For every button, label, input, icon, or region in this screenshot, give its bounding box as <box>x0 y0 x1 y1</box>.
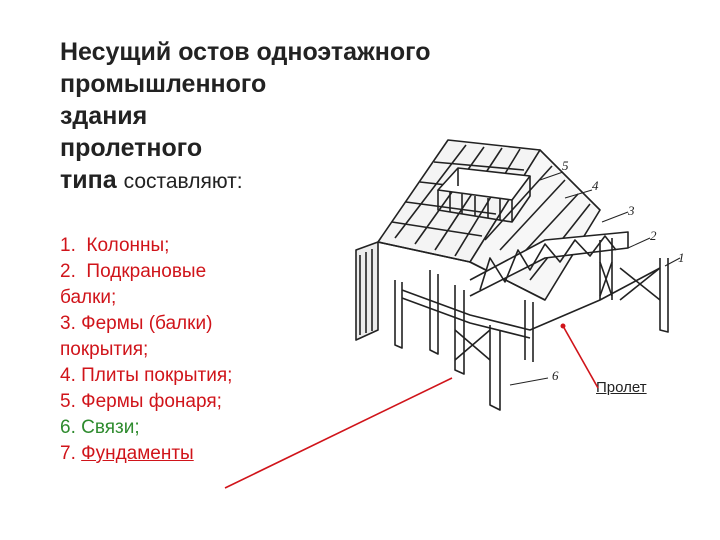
list-text: покрытия; <box>60 339 149 360</box>
list-item-2: 2. Подкрановые <box>60 259 350 285</box>
roof-edge <box>377 241 546 301</box>
column-5 <box>394 280 403 349</box>
list-num: 6. <box>60 417 76 438</box>
list-item-1: 1. Колонны; <box>60 233 350 259</box>
title-line-4: пролетного <box>60 134 203 162</box>
list-item-7: 7. Фундаменты <box>60 441 350 467</box>
pointer-dot <box>560 323 566 329</box>
list-text: Подкрановые <box>86 261 207 282</box>
list-num: 2. <box>60 261 76 282</box>
list-num: 1. <box>60 235 76 256</box>
column-3 <box>524 300 534 362</box>
list-text: балки; <box>60 287 117 308</box>
list-item-6: 6. Связи; <box>60 415 350 441</box>
column-7 <box>659 258 669 333</box>
components-list: 1. Колонны; 2. Подкрановые балки; 3. Фер… <box>60 233 350 467</box>
truss-web <box>479 235 617 291</box>
leader-lines <box>509 171 681 386</box>
frame-drawing <box>355 139 681 411</box>
roof-panels-right <box>484 165 591 281</box>
title-line-5-bold: типа <box>60 166 117 194</box>
list-text: Плиты покрытия; <box>81 365 233 386</box>
diagram-number-3: 3 <box>627 203 635 218</box>
list-num: 5. <box>60 391 76 412</box>
column-4 <box>429 270 439 355</box>
diagram-number-5: 5 <box>562 158 569 173</box>
title-line-3: здания <box>60 102 148 130</box>
list-item-5: 5. Фермы фонаря; <box>60 389 350 415</box>
list-text: Фундаменты <box>81 443 194 464</box>
list-item-4: 4. Плиты покрытия; <box>60 363 350 389</box>
crane-beam <box>401 267 661 331</box>
diagram-number-6: 6 <box>552 368 559 383</box>
crane-beam-lower <box>401 297 531 339</box>
list-text: Фермы фонаря; <box>81 391 222 412</box>
diagram-number-4: 4 <box>592 178 599 193</box>
list-item-3-cont: покрытия; <box>60 337 350 363</box>
title-line-5-suffix: составляют: <box>123 170 243 193</box>
bracing-lower <box>454 329 491 361</box>
diagram-numbers: 5 4 3 2 1 6 <box>552 158 685 383</box>
bracing <box>599 261 661 301</box>
list-text: Колонны; <box>86 235 170 256</box>
list-text: Фермы (балки) <box>81 313 213 334</box>
title-line-5: типа составляют: <box>60 164 360 198</box>
list-num: 3. <box>60 313 76 334</box>
column-6 <box>599 238 613 300</box>
pointer-line-foundation <box>224 377 453 489</box>
monitor-windows <box>449 192 501 220</box>
column-1 <box>454 285 465 375</box>
list-item-2-cont: балки; <box>60 285 350 311</box>
list-item-3: 3. Фермы (балки) <box>60 311 350 337</box>
roof-panels-left <box>391 161 525 237</box>
list-num: 7. <box>60 443 76 464</box>
end-wall-lines <box>359 249 373 335</box>
diagram-number-1: 1 <box>678 250 685 265</box>
title-line-2: промышленного <box>60 70 267 98</box>
column-2 <box>489 325 501 411</box>
list-num: 4. <box>60 365 76 386</box>
span-label[interactable]: Пролет <box>596 379 647 396</box>
list-text: Связи; <box>81 417 140 438</box>
pointer-line-span <box>562 325 599 389</box>
diagram-number-2: 2 <box>650 228 657 243</box>
